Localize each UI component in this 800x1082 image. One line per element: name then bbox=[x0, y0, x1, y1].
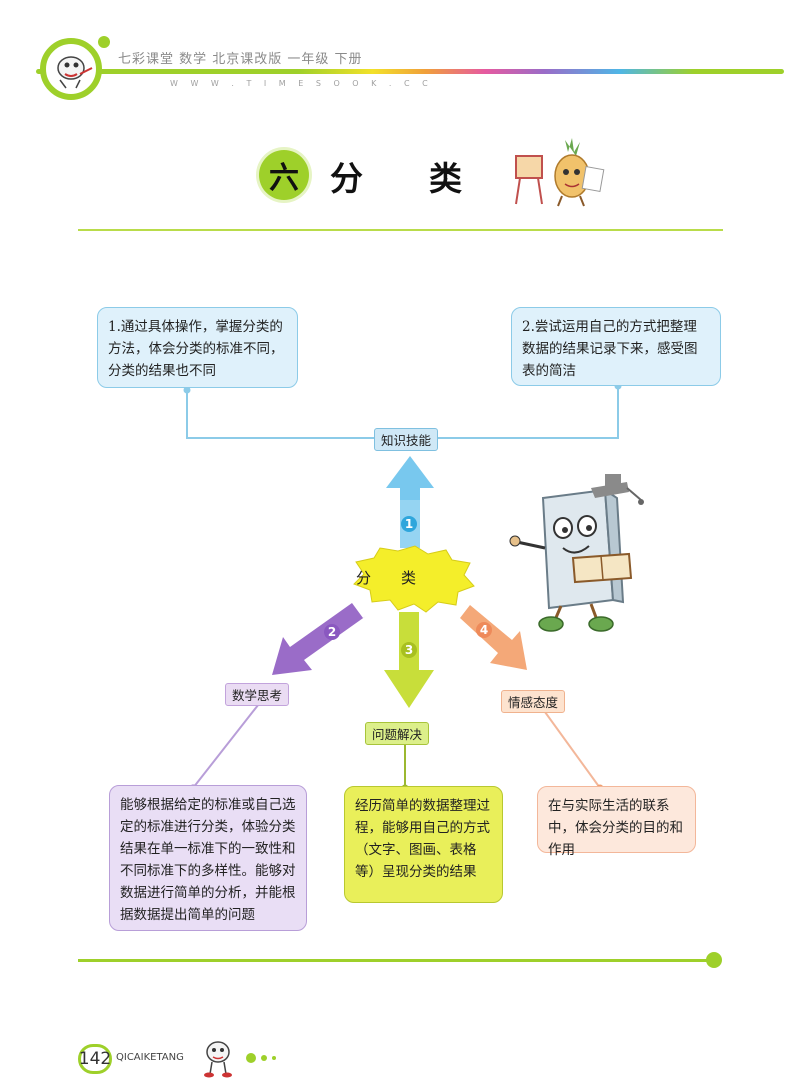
mindmap-connectors bbox=[183, 382, 622, 792]
attitude-label: 情感态度 bbox=[501, 690, 566, 713]
book-character-icon bbox=[505, 470, 655, 639]
footer-brand: QICAIKETANG bbox=[116, 1052, 184, 1063]
header-color-bar bbox=[36, 69, 784, 74]
thinking-box: 能够根据给定的标准或自己选定的标准进行分类，体验分类结果在单一标准下的一致性和不… bbox=[109, 785, 307, 931]
thinking-label: 数学思考 bbox=[225, 683, 290, 706]
number-4: 4 bbox=[479, 623, 489, 637]
header-title: 七彩课堂 数学 北京课改版 一年级 下册 bbox=[118, 52, 363, 67]
knowledge-item-1: 1.通过具体操作，掌握分类的方法，体会分类的标准不同，分类的结果也不同 bbox=[97, 307, 298, 388]
arrow-thinking-icon bbox=[272, 603, 366, 675]
chapter-title: 分类 bbox=[330, 159, 528, 198]
knowledge-label: 知识技能 bbox=[374, 428, 439, 451]
attitude-box: 在与实际生活的联系中，体会分类的目的和作用 bbox=[537, 786, 696, 858]
number-3: 3 bbox=[404, 643, 414, 657]
footer-dot bbox=[272, 1056, 276, 1060]
knowledge-item-2: 2.尝试运用自己的方式把整理数据的结果记录下来，感受图表的简洁 bbox=[511, 307, 721, 386]
arrow-problem-icon bbox=[384, 612, 434, 708]
pineapple-painter-icon bbox=[510, 134, 605, 213]
page-number: 142 bbox=[78, 1044, 112, 1074]
center-node-text: 分类 bbox=[356, 569, 447, 587]
center-burst-icon bbox=[353, 545, 475, 613]
title-divider bbox=[78, 229, 723, 231]
arrow-attitude-icon bbox=[460, 605, 527, 670]
number-1: 1 bbox=[404, 517, 414, 531]
arrow-knowledge-icon bbox=[386, 456, 434, 548]
footer-dot bbox=[261, 1055, 267, 1061]
mascot-logo-icon bbox=[40, 38, 102, 100]
chapter-number: 六 bbox=[259, 150, 309, 200]
logo-dot bbox=[98, 36, 110, 48]
problem-label: 问题解决 bbox=[365, 722, 430, 745]
footer-divider-dot bbox=[706, 952, 722, 968]
footer-dot bbox=[246, 1053, 256, 1063]
footer-divider bbox=[78, 959, 718, 962]
footer-mascot-icon bbox=[198, 1036, 242, 1082]
problem-box: 经历简单的数据整理过程，能够用自己的方式（文字、图画、表格等）呈现分类的结果 bbox=[344, 786, 503, 903]
number-2: 2 bbox=[327, 625, 337, 639]
header-url: W W W . T I M E S O O K . C C bbox=[170, 79, 433, 88]
